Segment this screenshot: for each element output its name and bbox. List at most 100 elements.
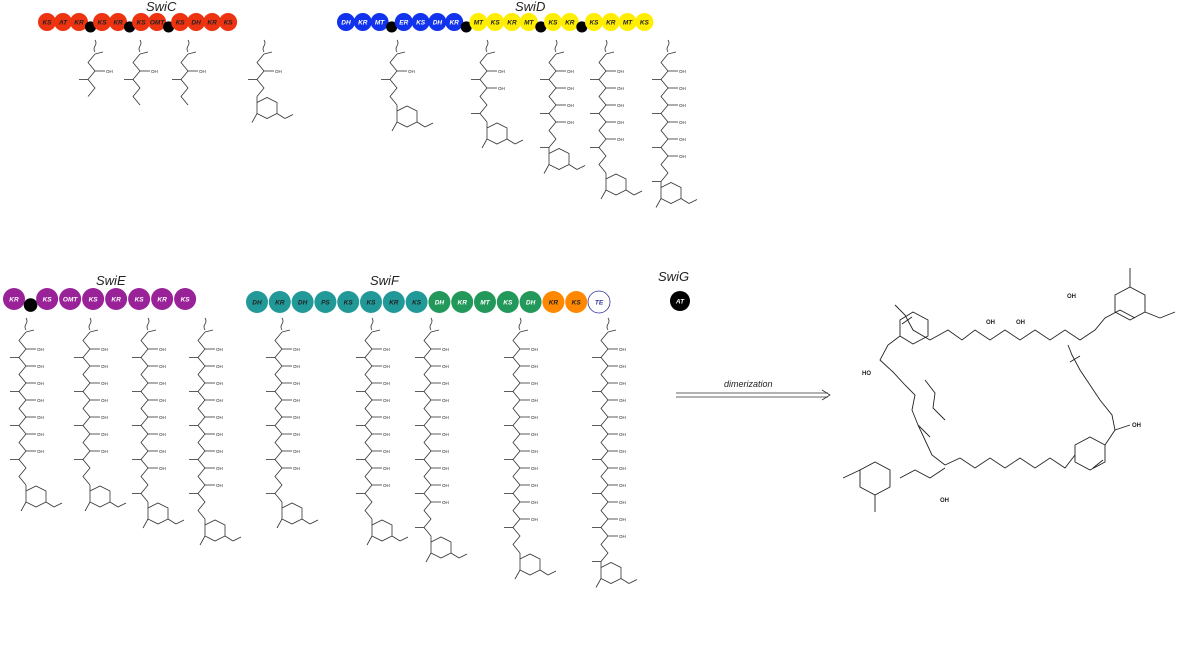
domain-circle <box>219 13 238 31</box>
domain-mt: MT <box>618 13 637 31</box>
domain-circle <box>519 13 538 31</box>
domain-circle <box>128 288 151 310</box>
domain-ks: KS <box>411 13 430 31</box>
hydroxyl-label: OH <box>442 466 449 471</box>
domain-circle <box>353 13 372 31</box>
domain-circle <box>469 13 488 31</box>
hydroxyl-label: OH <box>293 466 300 471</box>
hydroxyl-label: OH <box>37 364 44 369</box>
domain-label: MT <box>474 19 484 26</box>
hydroxyl-label: OH <box>442 415 449 420</box>
hydroxyl-label: OH <box>442 500 449 505</box>
hydroxyl-label: OH <box>293 364 300 369</box>
hydroxyl-label: OH <box>619 483 626 488</box>
domain-label: OMT <box>63 296 78 303</box>
hydroxyl-label: OH <box>101 347 108 352</box>
domain-circle <box>291 291 314 313</box>
hydroxyl-label: OH <box>216 398 223 403</box>
domain-circle <box>59 288 82 310</box>
hydroxyl-label: OH <box>151 69 158 74</box>
hydroxyl-label: OH <box>619 466 626 471</box>
domain-circle <box>93 13 112 31</box>
domain-circle <box>132 13 151 31</box>
hydroxyl-label: OH <box>617 86 624 91</box>
hydroxyl-label: OH <box>216 449 223 454</box>
domain-circle <box>370 13 389 31</box>
domain-kr: KR <box>451 291 474 313</box>
hydroxyl-label: OH <box>101 449 108 454</box>
acp-domain <box>386 21 398 33</box>
domain-ks: KS <box>486 13 505 31</box>
domain-ks: KS <box>360 291 382 313</box>
domain-label: KS <box>43 296 53 303</box>
dimerization-arrow: dimerization <box>676 379 831 401</box>
hydroxyl-label: OH <box>531 398 538 403</box>
hydroxyl-label: OH <box>383 364 390 369</box>
hydroxyl-label: OH <box>679 103 686 108</box>
domain-kr: KR <box>601 13 620 31</box>
hydroxyl-label: OH <box>619 534 626 539</box>
domain-ks: KS <box>171 13 190 31</box>
domain-circle <box>23 298 38 312</box>
domain-circle <box>38 13 56 31</box>
hydroxyl-label: OH <box>216 381 223 386</box>
domain-label: KS <box>589 19 599 26</box>
domain-kr: KR <box>382 291 405 313</box>
domain-circle <box>360 291 382 313</box>
hydroxyl-label: OH <box>293 415 300 420</box>
domain-circle <box>411 13 430 31</box>
domain-circle <box>246 291 268 313</box>
hydroxyl-label: OH <box>679 120 686 125</box>
hydroxyl-label: OH <box>383 415 390 420</box>
domain-circle <box>148 13 167 31</box>
hydroxyl-label: OH <box>159 449 166 454</box>
hydroxyl-label: OH <box>619 517 626 522</box>
hydroxyl-label: OH <box>531 364 538 369</box>
product-oh-label: OH <box>940 498 949 504</box>
domain-kr: KR <box>268 291 291 313</box>
domain-kr: KR <box>70 13 88 31</box>
domain-label: KS <box>416 19 426 26</box>
hydroxyl-label: OH <box>37 415 44 420</box>
domain-circle <box>543 13 562 31</box>
domain-dh: DH <box>246 291 268 313</box>
domain-kr: KR <box>353 13 372 31</box>
domain-kr: KR <box>151 288 174 310</box>
acp-domain <box>460 21 472 33</box>
domain-ks: KS <box>635 13 654 31</box>
domain-label: KS <box>42 19 52 26</box>
domain-ks: KS <box>337 291 360 313</box>
protein-label-swie: SwiE <box>96 273 126 288</box>
domain-label: PS <box>321 299 330 306</box>
domain-label: DH <box>252 299 262 306</box>
domain-kr: KR <box>560 13 579 31</box>
domain-ks: KS <box>496 291 519 313</box>
hydroxyl-label: OH <box>159 432 166 437</box>
hydroxyl-label: OH <box>498 86 505 91</box>
domain-circle <box>428 13 447 31</box>
protein-label-swid: SwiD <box>515 0 545 14</box>
domain-label: KR <box>207 19 217 26</box>
domain-label: KS <box>640 19 650 26</box>
domain-dh: DH <box>519 291 542 313</box>
hydroxyl-label: OH <box>619 432 626 437</box>
domain-label: KS <box>137 19 147 26</box>
domain-kr: KR <box>203 13 222 31</box>
hydroxyl-label: OH <box>159 381 166 386</box>
domain-circle <box>405 291 428 313</box>
domain-ks: KS <box>82 288 105 310</box>
hydroxyl-label: OH <box>617 137 624 142</box>
swig-domain-row: AT <box>670 291 690 311</box>
domain-kr: KR <box>109 13 128 31</box>
hydroxyl-label: OH <box>619 415 626 420</box>
domain-at: AT <box>670 291 690 311</box>
domain-circle <box>618 13 637 31</box>
